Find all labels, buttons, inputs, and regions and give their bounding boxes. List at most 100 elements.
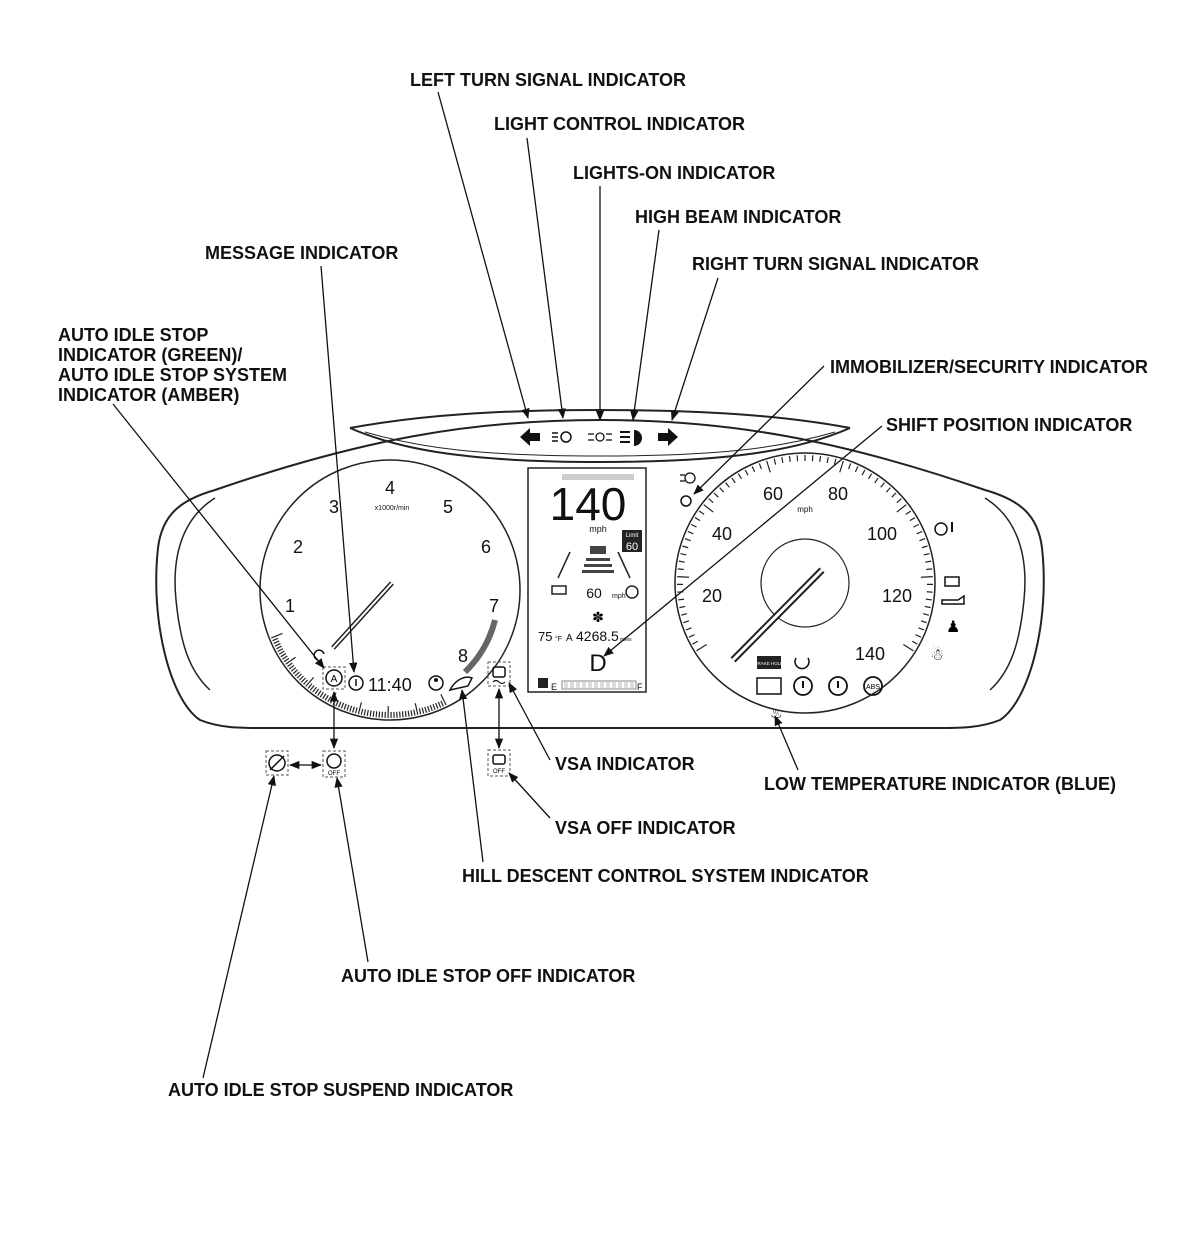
gauge-tick (346, 704, 350, 711)
gauge-tick (677, 568, 684, 571)
tach-label-3: 3 (329, 497, 339, 517)
fuel-segment (588, 682, 592, 688)
clock: 11:40 (368, 675, 412, 695)
gauge-tick (781, 457, 784, 464)
gauge-tick (819, 455, 822, 462)
gauge-tick (366, 709, 369, 717)
right-turn-arrow-icon (658, 428, 678, 446)
tach-label-6: 6 (481, 537, 491, 557)
gauge-tick (744, 469, 749, 476)
speedometer-tick-marks (677, 455, 933, 652)
tach-label-4: 4 (385, 478, 395, 498)
gauge-tick (287, 662, 293, 668)
label-auto-idle-suspend: AUTO IDLE STOP SUSPEND INDICATOR (168, 1080, 514, 1100)
gauge-tick (758, 463, 763, 470)
gauge-tick (773, 458, 777, 465)
leader-immobilizer (693, 365, 825, 495)
speed-label-40: 40 (712, 524, 732, 544)
outside-temp: 75 (538, 629, 552, 644)
fuel-segment (606, 682, 610, 688)
label-auto-idle-line2: INDICATOR (GREEN)/ (58, 345, 243, 365)
gauge-tick (401, 711, 404, 718)
gauge-tick (896, 504, 907, 513)
fuel-segment (618, 682, 622, 688)
gauge-tick (357, 702, 362, 715)
oil-pressure-icon (941, 594, 965, 605)
gauge-tick (880, 482, 885, 488)
leader-low-temp (774, 715, 799, 771)
gauge-tick (300, 677, 306, 683)
seatbelt-icon: ♟ (946, 617, 960, 636)
tpms-icon (794, 657, 810, 670)
gauge-tick (282, 655, 288, 660)
gauge-tick (340, 702, 345, 709)
outside-temp-unit: °F (555, 635, 562, 643)
gauge-tick (335, 700, 339, 707)
immobilizer-security-icon (680, 495, 692, 507)
gauge-tick (378, 711, 381, 718)
gauge-tick (338, 701, 342, 708)
fuel-segment (564, 682, 568, 688)
gauge-tick (305, 676, 315, 687)
gauge-tick (737, 473, 743, 480)
fuel-segment (630, 682, 634, 688)
leader-auto-idle (112, 403, 325, 669)
leader-high-beam (630, 229, 660, 422)
fuel-segment (624, 682, 628, 688)
label-shift-position: SHIFT POSITION INDICATOR (886, 415, 1133, 435)
gauge-tick (327, 696, 332, 703)
gauge-tick (278, 650, 285, 655)
gauge-tick (440, 700, 444, 707)
fuel-segment (570, 682, 574, 688)
label-right-turn-signal: RIGHT TURN SIGNAL INDICATOR (692, 254, 979, 274)
gauge-tick (360, 708, 364, 715)
gauge-tick (319, 691, 324, 698)
tachometer-tick-marks (271, 632, 447, 719)
gauge-tick (688, 634, 695, 638)
gauge-tick (418, 708, 422, 715)
gauge-tick (913, 523, 920, 528)
tach-label-2: 2 (293, 537, 303, 557)
gauge-tick (298, 675, 304, 681)
gauge-tick (296, 673, 302, 679)
trip-meter-unit: miles (620, 637, 632, 643)
speed-limit-value: 60 (626, 541, 638, 553)
label-left-turn-signal: LEFT TURN SIGNAL INDICATOR (410, 70, 686, 90)
seatbelt-reminder-icon (428, 675, 444, 691)
trip-meter-label: A (566, 633, 573, 644)
gauge-tick (698, 510, 705, 515)
fuel-segment (594, 682, 598, 688)
gauge-tick (920, 576, 933, 578)
gauge-tick (680, 552, 687, 556)
gauge-tick (317, 690, 322, 696)
vsa-off-label: OFF (493, 769, 505, 775)
gauge-tick (909, 517, 916, 522)
gauge-tick (429, 704, 433, 712)
gauge-tick (915, 634, 922, 638)
gauge-tick (309, 685, 315, 691)
gauge-tick (404, 710, 407, 718)
gauge-tick (891, 492, 897, 498)
gauge-tick (273, 640, 280, 645)
label-high-beam: HIGH BEAM INDICATOR (635, 207, 842, 227)
shift-position: D (589, 650, 606, 677)
hill-descent-icon (448, 676, 474, 692)
gauge-tick (920, 620, 927, 624)
display-speed-unit: mph (589, 524, 607, 534)
brake-system-amber-icon (828, 676, 848, 696)
gauge-tick (826, 457, 829, 464)
fuel-segment (612, 682, 616, 688)
gauge-tick (678, 560, 685, 563)
gauge-tick (678, 598, 685, 601)
gauge-tick (283, 657, 290, 663)
gauge-tick (294, 671, 300, 677)
leader-auto-idle-suspend (202, 774, 276, 1079)
abs-label: ABS (866, 684, 880, 691)
gauge-tick (725, 482, 730, 488)
speed-label-140: 140 (855, 644, 885, 664)
gauge-tick (369, 710, 372, 717)
gauge-tick (713, 492, 719, 498)
gauge-tick (272, 637, 279, 642)
gauge-tick (682, 545, 689, 549)
